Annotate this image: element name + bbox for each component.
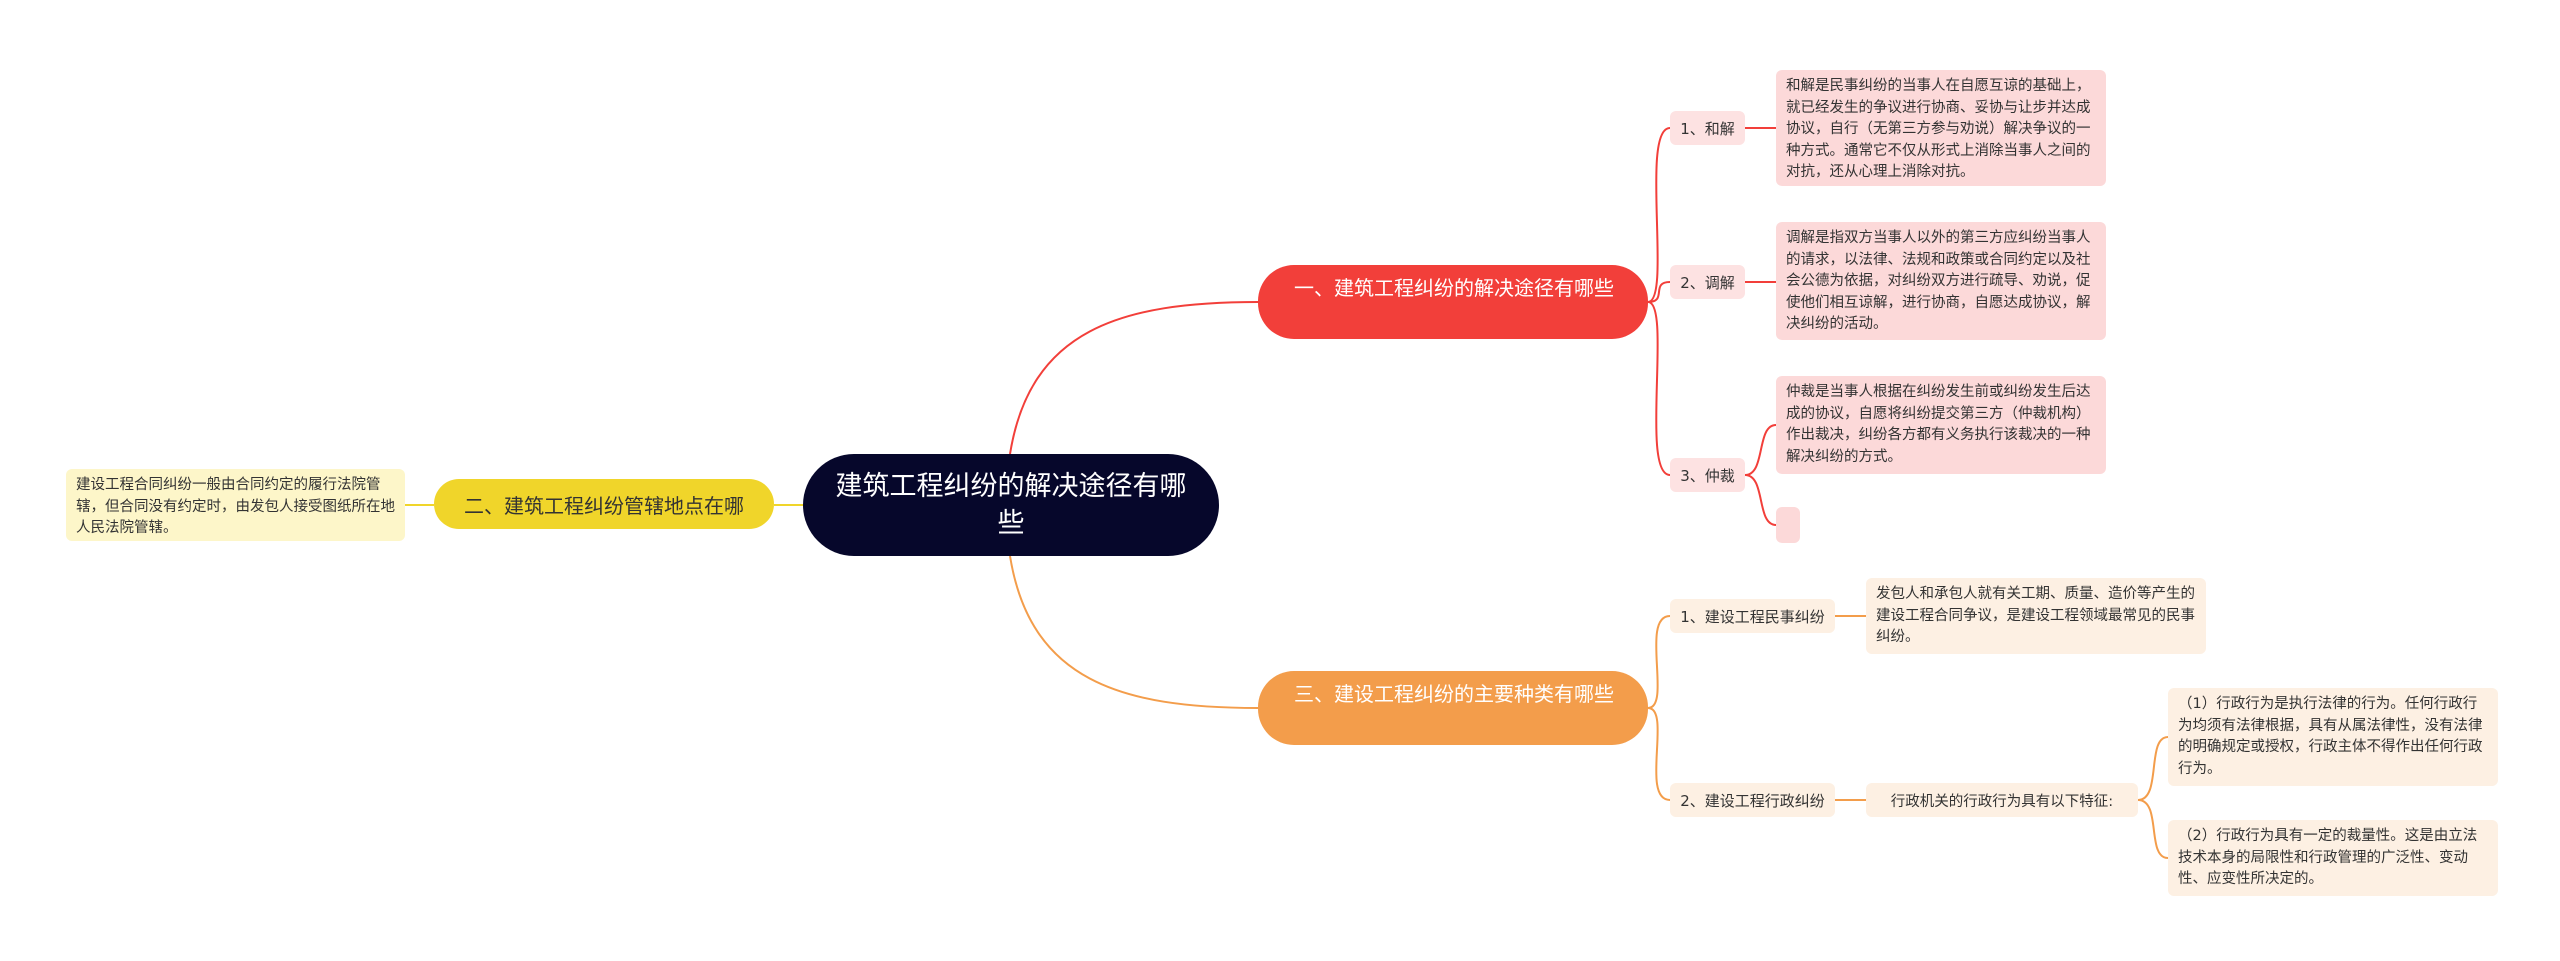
root-topic[interactable]: 建筑工程纠纷的解决途径有哪些 [803, 454, 1219, 556]
leaf-text: 和解是民事纠纷的当事人在自愿互谅的基础上，就已经发生的争议进行协商、妥协与让步并… [1786, 78, 2091, 180]
branch-resolution-methods[interactable]: 一、建筑工程纠纷的解决途径有哪些 [1258, 265, 1648, 339]
branch-jurisdiction[interactable]: 二、建筑工程纠纷管辖地点在哪 [434, 479, 774, 529]
mid-to-leaf2-line [2137, 799, 2169, 859]
leaf-text: 调解是指双方当事人以外的第三方应纠纷当事人的请求，以法律、法规和政策或合同约定以… [1786, 230, 2091, 332]
branch1-to-sub3-line [1647, 301, 1671, 476]
leaf-arbitration-text[interactable]: 仲裁是当事人根据在纠纷发生前或纠纷发生后达成的协议，自愿将纠纷提交第三方（仲裁机… [1776, 376, 2106, 474]
leaf-empty-node[interactable] [1776, 507, 1800, 543]
branch2-title: 二、建筑工程纠纷管辖地点在哪 [464, 493, 744, 518]
branch3-to-sub2-line [1647, 707, 1671, 801]
sub3-to-leaf-line [1744, 424, 1777, 476]
branch1-to-sub2-line [1647, 281, 1671, 303]
leaf-text: 仲裁是当事人根据在纠纷发生前或纠纷发生后达成的协议，自愿将纠纷提交第三方（仲裁机… [1786, 384, 2091, 465]
sub-topic-civil-dispute[interactable]: 1、建设工程民事纠纷 [1670, 599, 1835, 633]
leaf-jurisdiction-text[interactable]: 建设工程合同纠纷一般由合同约定的履行法院管辖，但合同没有约定时，由发包人接受图纸… [66, 469, 405, 541]
mid-administrative-features[interactable]: 行政机关的行政行为具有以下特征: [1866, 783, 2138, 817]
mid-to-leaf1-line [2137, 736, 2169, 801]
sub3-to-extra-line [1744, 474, 1777, 526]
branch1-title: 一、建筑工程纠纷的解决途径有哪些 [1294, 276, 1614, 300]
sub-label: 3、仲裁 [1680, 466, 1735, 485]
mid-label: 行政机关的行政行为具有以下特征: [1890, 793, 2114, 810]
root-to-branch3-line [1009, 555, 1259, 709]
sub-topic-arbitration[interactable]: 3、仲裁 [1670, 458, 1745, 492]
leaf-civil-dispute-text[interactable]: 发包人和承包人就有关工期、质量、造价等产生的建设工程合同争议，是建设工程领域最常… [1866, 578, 2206, 654]
branch3-title: 三、建设工程纠纷的主要种类有哪些 [1294, 682, 1614, 706]
leaf-text: （2）行政行为具有一定的裁量性。这是由立法技术本身的局限性和行政管理的广泛性、变… [2178, 828, 2478, 887]
sub-topic-mediation[interactable]: 2、调解 [1670, 265, 1745, 299]
branch-dispute-types[interactable]: 三、建设工程纠纷的主要种类有哪些 [1258, 671, 1648, 745]
sub-label: 2、调解 [1680, 273, 1735, 292]
sub-topic-reconciliation[interactable]: 1、和解 [1670, 111, 1745, 145]
leaf-text: 建设工程合同纠纷一般由合同约定的履行法院管辖，但合同没有约定时，由发包人接受图纸… [76, 477, 395, 536]
leaf-admin-feature-1[interactable]: （1）行政行为是执行法律的行为。任何行政行为均须有法律根据，具有从属法律性，没有… [2168, 688, 2498, 786]
leaf-text: 发包人和承包人就有关工期、质量、造价等产生的建设工程合同争议，是建设工程领域最常… [1876, 586, 2195, 645]
leaf-reconciliation-text[interactable]: 和解是民事纠纷的当事人在自愿互谅的基础上，就已经发生的争议进行协商、妥协与让步并… [1776, 70, 2106, 186]
branch1-to-sub1-line [1647, 127, 1671, 303]
leaf-mediation-text[interactable]: 调解是指双方当事人以外的第三方应纠纷当事人的请求，以法律、法规和政策或合同约定以… [1776, 222, 2106, 340]
root-to-branch1-line [1009, 301, 1259, 455]
sub-topic-administrative-dispute[interactable]: 2、建设工程行政纠纷 [1670, 783, 1835, 817]
branch3-to-sub1-line [1647, 615, 1671, 709]
leaf-admin-feature-2[interactable]: （2）行政行为具有一定的裁量性。这是由立法技术本身的局限性和行政管理的广泛性、变… [2168, 820, 2498, 896]
sub-label: 1、和解 [1680, 119, 1735, 138]
sub-label: 2、建设工程行政纠纷 [1680, 791, 1825, 810]
sub-label: 1、建设工程民事纠纷 [1680, 607, 1825, 626]
root-title: 建筑工程纠纷的解决途径有哪些 [835, 471, 1187, 539]
leaf-text: （1）行政行为是执行法律的行为。任何行政行为均须有法律根据，具有从属法律性，没有… [2178, 696, 2483, 777]
